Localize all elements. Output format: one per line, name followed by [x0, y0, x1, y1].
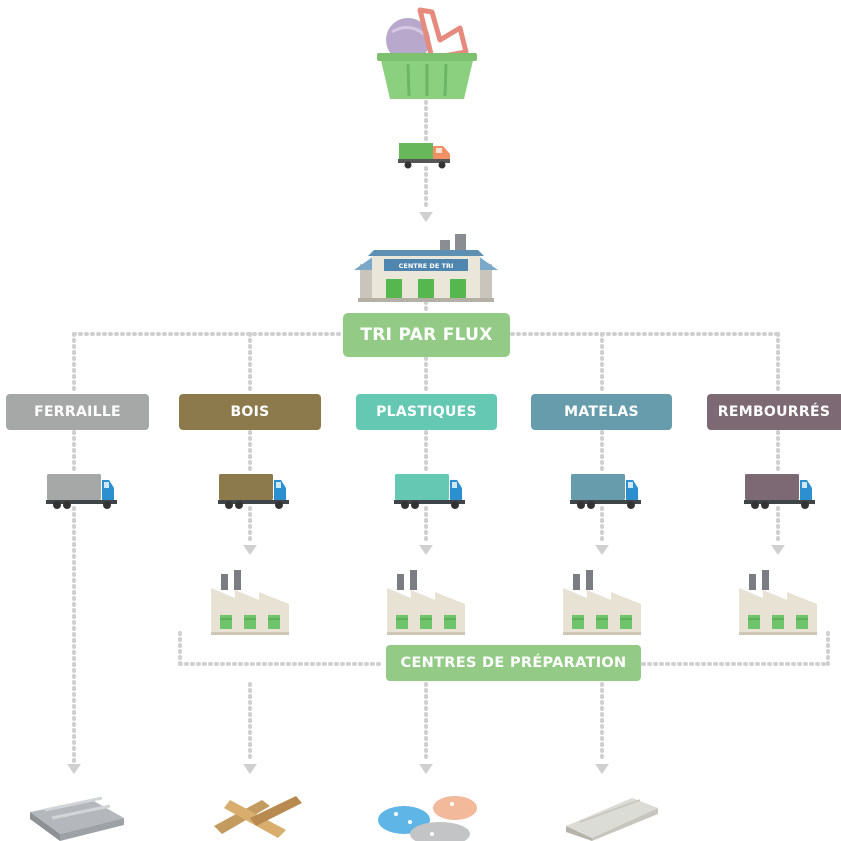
- truck-icon: [218, 474, 289, 509]
- centres-de-preparation-label: CENTRES DE PRÉPARATION: [386, 645, 641, 681]
- tri-par-flux-label: TRI PAR FLUX: [343, 313, 510, 357]
- dump-truck-icon: [398, 143, 450, 169]
- basket-icon: [377, 7, 477, 99]
- factory-icon: [562, 569, 642, 636]
- factory-icon: [386, 569, 466, 636]
- category-ferraille: FERRAILLE: [6, 394, 149, 430]
- factory-icon: [210, 569, 290, 636]
- truck-icon: [570, 474, 641, 509]
- foam-slabs-icon: [566, 798, 658, 841]
- arrowheads: [67, 212, 785, 774]
- category-rembourres: REMBOURRÉS: [707, 394, 841, 430]
- sorting-centre-icon: CENTRE DE TRI: [354, 234, 498, 302]
- wood-planks-icon: [214, 796, 302, 838]
- category-matelas: MATELAS: [531, 394, 672, 430]
- connector-lines: [72, 100, 830, 764]
- truck-icon: [46, 474, 117, 509]
- truck-icon: [744, 474, 815, 509]
- steel-beams-icon: [30, 796, 124, 841]
- truck-icon: [394, 474, 465, 509]
- category-bois: BOIS: [179, 394, 321, 430]
- centre-sign-text: CENTRE DE TRI: [399, 262, 454, 270]
- factory-icon: [738, 569, 818, 636]
- category-plastiques: PLASTIQUES: [356, 394, 497, 430]
- plastic-pellets-icon: [378, 796, 477, 841]
